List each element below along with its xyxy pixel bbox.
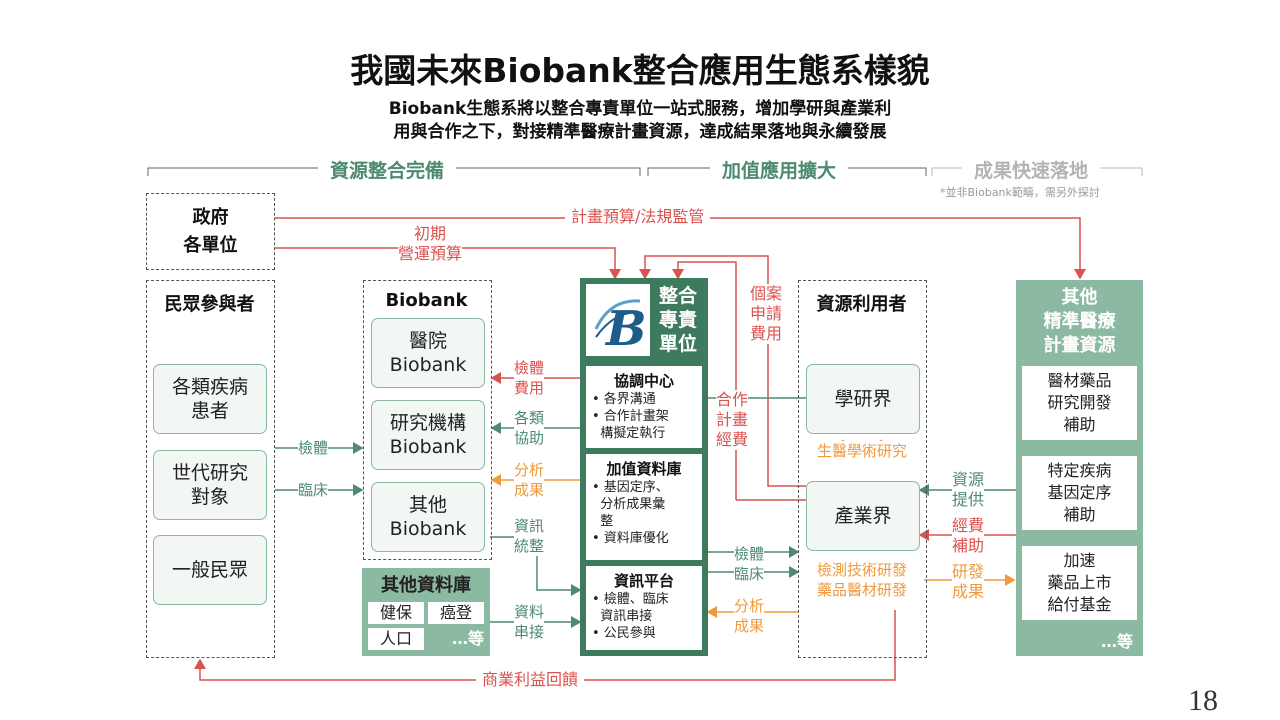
precision-more: …等	[1100, 632, 1133, 651]
other-databases-panel: 其他資料庫 健保 癌登 人口 …等	[362, 568, 490, 656]
db-more: …等	[451, 629, 484, 648]
biobank-header: Biobank	[385, 290, 468, 311]
flow-analysis-result-2: 分析 成果	[734, 596, 765, 636]
flow-case-fee: 個案 申請 費用	[750, 284, 783, 344]
biobank-item: 研究機構 Biobank	[371, 400, 485, 470]
industry-note: 檢測技術研發 藥品醫材研發	[800, 560, 924, 600]
flow-specimen-fee: 檢體 費用	[514, 358, 545, 398]
academia-box: 學研界	[806, 364, 920, 434]
flow-assist: 各類 協助	[514, 408, 545, 448]
flow-analysis-result: 分析 成果	[514, 460, 545, 500]
dna-logo-icon: B	[594, 299, 646, 351]
coordination-center: 協調中心 • 各界溝通 • 合作計畫架 構擬定執行	[586, 366, 702, 448]
precision-item: 醫材藥品 研究開發 補助	[1022, 366, 1137, 440]
flow-clinical: 臨床	[298, 480, 329, 500]
page-title: 我國未來Biobank整合應用生態系樣貌	[350, 51, 930, 90]
biobank-panel	[363, 280, 492, 560]
unit-title: 整合 專責 單位	[658, 285, 697, 355]
phase-resource-integration: 資源整合完備	[318, 156, 457, 183]
flow-data-link: 資料 串接	[514, 602, 545, 642]
flow-rd-result: 研發 成果	[952, 562, 985, 602]
phase-results-landing: 成果快速落地	[962, 156, 1101, 183]
db-item: 健保	[368, 602, 424, 624]
phase-value-added: 加值應用擴大	[710, 156, 849, 183]
flow-coop-fee: 合作 計畫 經費	[716, 390, 749, 450]
precision-item: 加速 藥品上市 給付基金	[1022, 546, 1137, 620]
db-item: 癌登	[428, 602, 484, 624]
flow-clinical-2: 臨床	[734, 564, 765, 584]
public-item: 各類疾病 患者	[153, 364, 267, 434]
information-platform: 資訊平台 • 檢體、臨床 資訊串接 • 公民參與	[586, 566, 702, 650]
flow-resource-provide: 資源 提供	[952, 470, 985, 510]
svg-text:B: B	[604, 301, 646, 351]
flow-initial-budget: 初期 營運預算	[398, 224, 463, 264]
biobank-logo: B	[586, 284, 650, 356]
page-number: 18	[1188, 684, 1218, 717]
value-added-database: 加值資料庫 • 基因定序、 分析成果彙 整 • 資料庫優化	[586, 454, 702, 560]
precision-item: 特定疾病 基因定序 補助	[1022, 456, 1137, 530]
flow-specimen: 檢體	[298, 438, 329, 458]
public-participants-panel	[146, 280, 275, 658]
resource-users-panel	[798, 280, 927, 658]
subtitle: Biobank生態系將以整合專責單位一站式服務，增加學研與產業利 用與合作之下，…	[388, 99, 892, 142]
biobank-item: 其他 Biobank	[371, 482, 485, 552]
public-item: 一般民眾	[153, 535, 267, 605]
public-item: 世代研究 對象	[153, 450, 267, 520]
industry-box: 產業界	[806, 481, 920, 551]
government-box: 政府 各單位	[146, 193, 275, 270]
public-header: 民眾參與者	[164, 294, 255, 315]
flow-funding: 經費 補助	[952, 516, 985, 556]
biobank-item: 醫院 Biobank	[371, 318, 485, 388]
phase-note: *並非Biobank範疇，需另外探討	[940, 186, 1100, 199]
db-item: 人口	[368, 628, 424, 650]
academia-note: 生醫學術研究	[800, 441, 924, 461]
integration-unit-panel: B 整合 專責 單位 協調中心 • 各界溝通 • 合作計畫架 構擬定執行 加值資…	[580, 278, 708, 656]
flow-budget-regulation: 計畫預算/法規監管	[565, 207, 711, 227]
resource-users-header: 資源利用者	[816, 294, 907, 315]
flow-info-integrate: 資訊 統整	[514, 516, 545, 556]
flow-commercial-feedback: 商業利益回饋	[476, 670, 585, 690]
precision-medicine-panel: 其他 精準醫療 計畫資源 醫材藥品 研究開發 補助 特定疾病 基因定序 補助 加…	[1016, 280, 1143, 656]
flow-specimen-2: 檢體	[734, 544, 765, 564]
